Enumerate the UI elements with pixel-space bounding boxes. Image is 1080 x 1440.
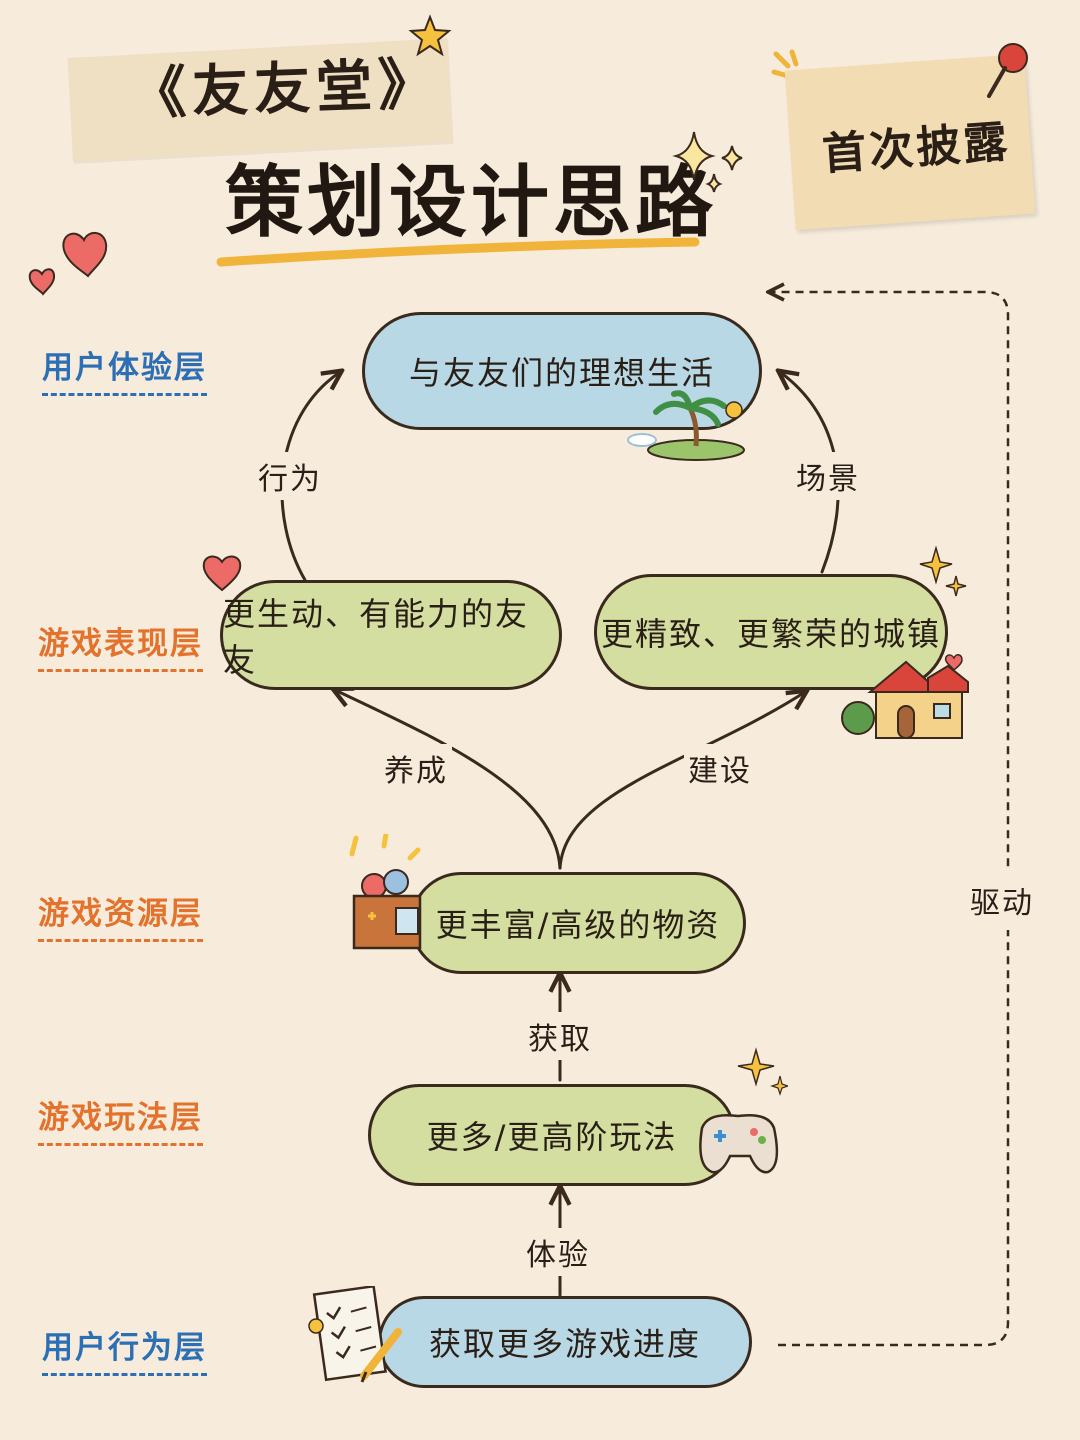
node-gameplay: 更多/更高阶玩法: [368, 1084, 736, 1186]
node-friends: 更生动、有能力的友友: [220, 580, 562, 690]
title-underline: [216, 237, 700, 267]
edge-label-experience: 体验: [522, 1228, 594, 1276]
layer-gameplay: 游戏玩法层: [38, 1092, 203, 1146]
page-title: 策划设计思路: [225, 158, 718, 248]
node-gameplay-text: 更多/更高阶玩法: [426, 1118, 678, 1156]
layer-user-behavior: 用户行为层: [42, 1322, 207, 1376]
node-friends-text: 更生动、有能力的友友: [223, 595, 530, 679]
house-icon: [841, 654, 969, 739]
node-progress: 获取更多游戏进度: [378, 1296, 752, 1388]
node-resources: 更丰富/高级的物资: [410, 872, 746, 974]
layer-user-experience: 用户体验层: [42, 342, 207, 396]
gamepad-icon: [699, 1047, 788, 1174]
layer-game-presentation: 游戏表现层: [38, 618, 203, 672]
heart-icon: [28, 232, 108, 296]
node-town: 更精致、更繁荣的城镇: [594, 574, 948, 690]
sparkle-icon: [672, 131, 743, 193]
palm-island-icon: [627, 390, 745, 461]
edge-label-scene: 场景: [792, 452, 864, 500]
sparkle-icon: [919, 546, 967, 597]
treasure-box-icon: [349, 834, 422, 950]
node-town-text: 更精致、更繁荣的城镇: [600, 615, 941, 653]
edge-label-obtain: 获取: [524, 1012, 596, 1060]
node-resources-text: 更丰富/高级的物资: [435, 906, 721, 944]
edge-label-drive: 驱动: [968, 870, 1036, 930]
node-progress-text: 获取更多游戏进度: [428, 1325, 701, 1363]
checklist-icon: [308, 1286, 402, 1383]
star-icon: [408, 14, 452, 57]
heart-icon: [202, 555, 242, 592]
edge-label-behavior: 行为: [254, 452, 326, 500]
node-ideal-life-text: 与友友们的理想生活: [408, 354, 715, 392]
layer-game-resources: 游戏资源层: [38, 888, 203, 942]
edge-label-build: 建设: [684, 744, 756, 792]
edge-label-nurture: 养成: [380, 744, 452, 792]
pushpin-icon: [987, 43, 1028, 98]
